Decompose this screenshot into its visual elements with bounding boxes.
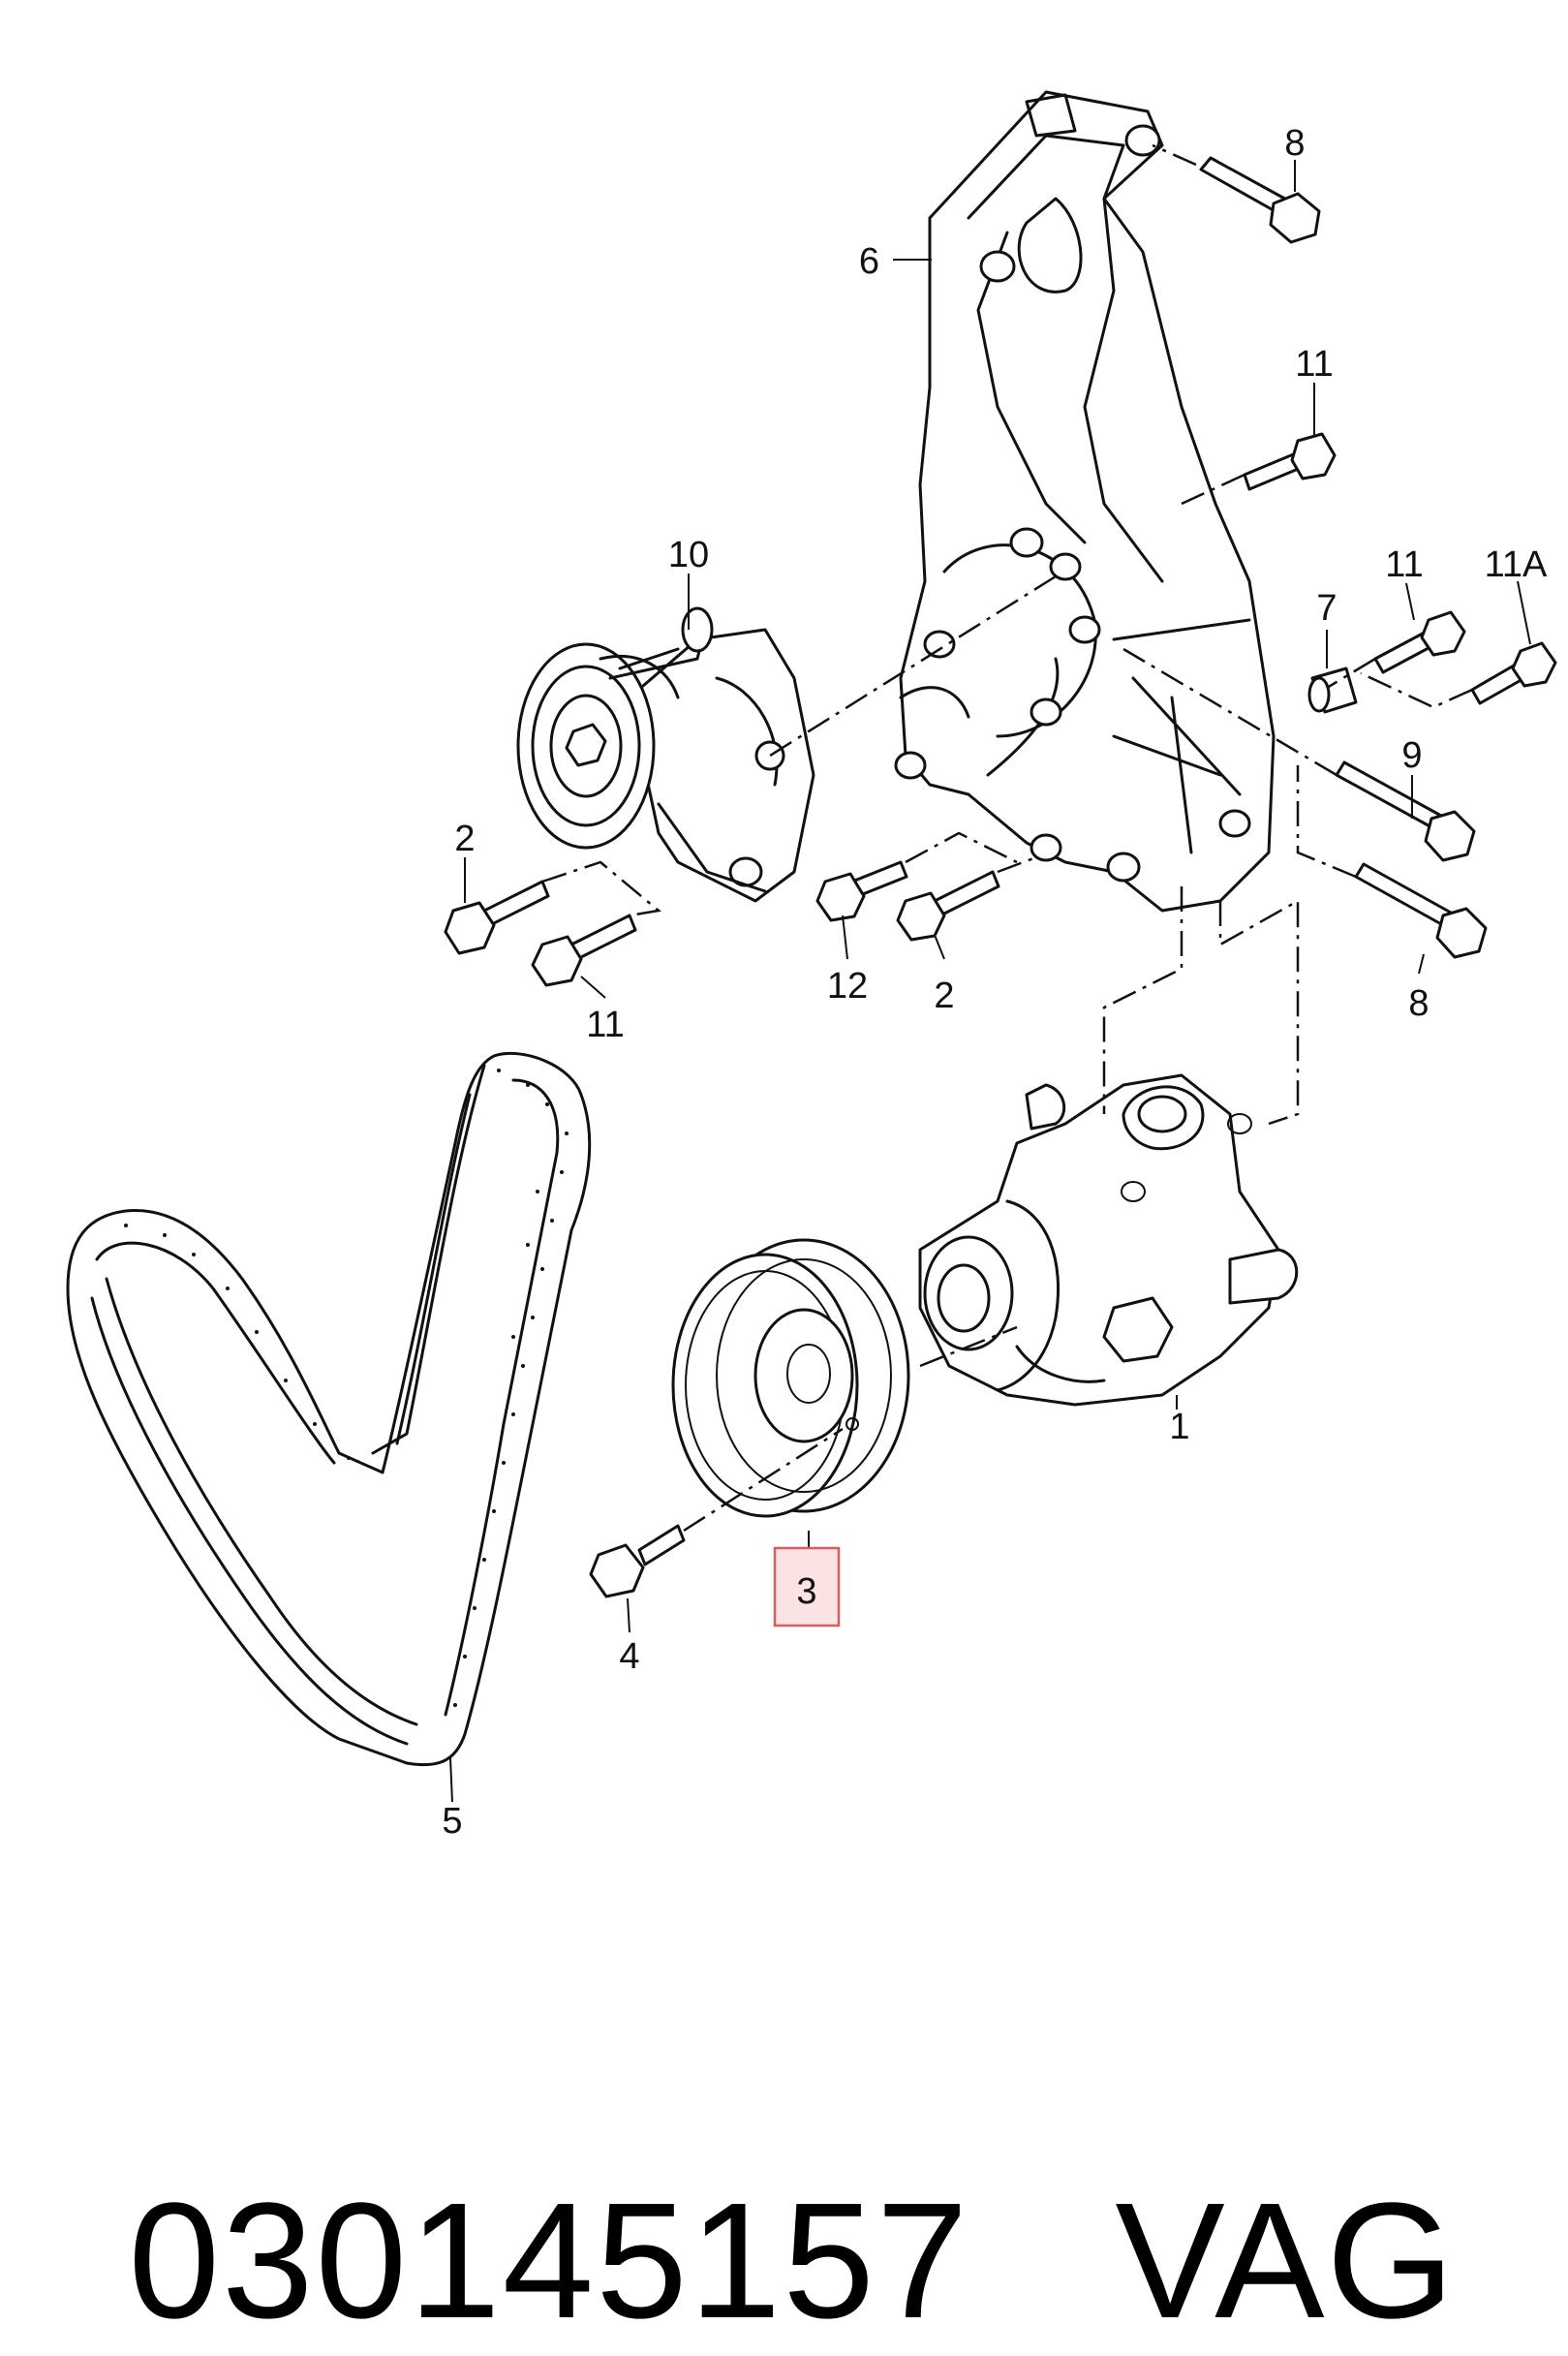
callout-4[interactable]: 4 — [619, 1636, 639, 1677]
callout-11-right[interactable]: 11 — [1385, 544, 1423, 585]
callout-7[interactable]: 7 — [1316, 588, 1337, 629]
part-number: 030145157 — [128, 2169, 970, 2353]
callout-2-left[interactable]: 2 — [454, 819, 475, 859]
callout-labels: 8 6 11 10 7 11 11A 9 2 11 12 2 8 1 3 4 5 — [442, 123, 1548, 1842]
mounting-bracket — [894, 90, 1276, 913]
power-steering-pump — [918, 1073, 1299, 1407]
belt-texture-dots — [124, 1069, 569, 1707]
ribbed-v-belt — [66, 1051, 592, 1767]
callout-6[interactable]: 6 — [859, 241, 879, 282]
callout-11A[interactable]: 11A — [1485, 544, 1548, 585]
alignment-lines — [541, 143, 1473, 1533]
bolts — [444, 156, 1557, 1598]
callout-9[interactable]: 9 — [1401, 735, 1422, 776]
callout-5[interactable]: 5 — [442, 1801, 462, 1842]
callout-11-upper[interactable]: 11 — [1295, 344, 1333, 385]
exploded-parts-diagram: 8 6 11 10 7 11 11A 9 2 11 12 2 8 1 3 4 5 — [66, 90, 1557, 1842]
footer-caption: 030145157 VAG — [33, 1976, 1457, 2356]
pump-pulley — [671, 1238, 910, 1518]
callout-10[interactable]: 10 — [668, 535, 709, 575]
callout-2-middle[interactable]: 2 — [934, 976, 954, 1016]
callout-11-lower-left[interactable]: 11 — [586, 1005, 624, 1045]
brand-name: VAG — [1115, 2169, 1457, 2353]
highlight-box-item-3 — [773, 1546, 841, 1628]
leader-lines — [449, 160, 1531, 1803]
callout-8-lower[interactable]: 8 — [1408, 983, 1429, 1024]
callout-8-top[interactable]: 8 — [1284, 123, 1305, 164]
belt-tensioner — [516, 606, 815, 903]
callout-1[interactable]: 1 — [1169, 1407, 1189, 1447]
callout-3[interactable]: 3 — [796, 1571, 816, 1612]
callout-12[interactable]: 12 — [827, 966, 868, 1007]
